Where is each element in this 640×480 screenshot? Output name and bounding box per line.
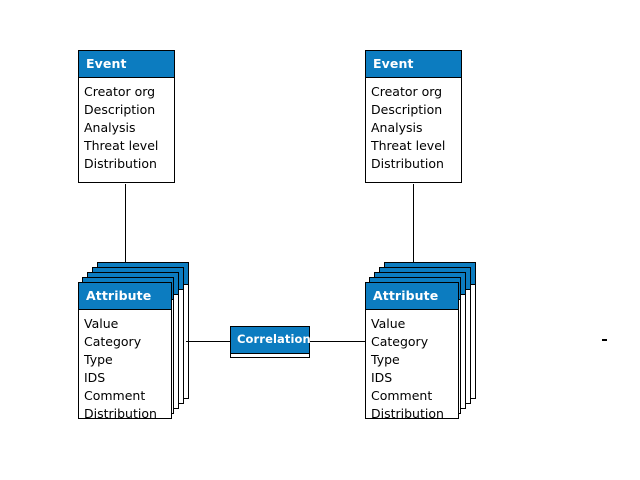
attribute-field: IDS: [84, 370, 106, 385]
attribute-box-left-fields: Value Category Type IDS Comment Distribu…: [79, 310, 171, 423]
attribute-field: Category: [84, 334, 142, 349]
correlation-box-header: Correlation: [231, 327, 311, 354]
connector-attribute-left-to-correlation: [186, 341, 230, 342]
attribute-field: Category: [371, 334, 429, 349]
attribute-box-right[interactable]: Attribute Value Category Type IDS Commen…: [365, 282, 459, 421]
attribute-stack-left[interactable]: Attribute Value Category Type IDS Commen…: [78, 262, 189, 421]
attribute-box-right-header: Attribute: [366, 283, 458, 310]
event-field: Distribution: [84, 156, 157, 171]
attribute-stack-right[interactable]: Attribute Value Category Type IDS Commen…: [365, 262, 476, 421]
event-box-right-fields: Creator org Description Analysis Threat …: [366, 78, 461, 173]
attribute-field: Distribution: [371, 406, 444, 421]
attribute-field: Comment: [371, 388, 433, 403]
event-box-left-header: Event: [79, 51, 174, 78]
event-field: Creator org: [84, 84, 156, 99]
event-box-left[interactable]: Event Creator org Description Analysis T…: [78, 50, 175, 183]
attribute-field: IDS: [371, 370, 393, 385]
event-field: Description: [371, 102, 443, 117]
event-field: Analysis: [371, 120, 423, 135]
event-field: Analysis: [84, 120, 136, 135]
attribute-field: Type: [84, 352, 113, 367]
event-field: Description: [84, 102, 156, 117]
event-box-right[interactable]: Event Creator org Description Analysis T…: [365, 50, 462, 183]
event-field: Threat level: [84, 138, 159, 153]
attribute-field: Value: [371, 316, 406, 331]
attribute-box-right-fields: Value Category Type IDS Comment Distribu…: [366, 310, 458, 423]
event-field: Creator org: [371, 84, 443, 99]
correlation-box[interactable]: Correlation: [230, 326, 311, 358]
attribute-box-left-header: Attribute: [79, 283, 171, 310]
connector-event-left-to-attribute-left: [125, 184, 126, 262]
attribute-field: Comment: [84, 388, 146, 403]
connector-correlation-to-attribute-right: [310, 341, 365, 342]
attribute-field: Distribution: [84, 406, 157, 421]
event-box-right-header: Event: [366, 51, 461, 78]
event-field: Distribution: [371, 156, 444, 171]
attribute-field: Type: [371, 352, 400, 367]
connector-event-right-to-attribute-right: [413, 184, 414, 262]
attribute-field: Value: [84, 316, 119, 331]
attribute-box-left[interactable]: Attribute Value Category Type IDS Commen…: [78, 282, 172, 421]
event-field: Threat level: [371, 138, 446, 153]
stray-mark: [602, 339, 607, 341]
event-box-left-fields: Creator org Description Analysis Threat …: [79, 78, 174, 173]
